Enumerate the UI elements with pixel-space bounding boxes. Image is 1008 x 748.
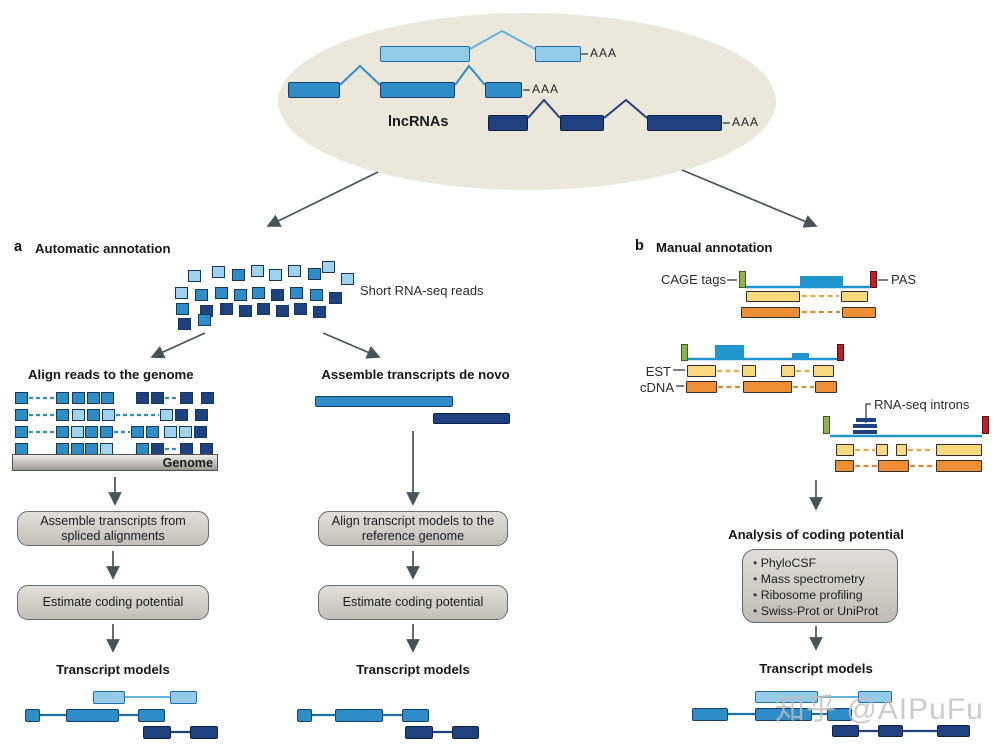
step-box-assemble-spliced: Assemble transcripts from spliced alignm… bbox=[17, 511, 209, 546]
cdna-label: cDNA bbox=[640, 380, 674, 395]
pas-label: PAS bbox=[891, 272, 917, 287]
label-connector-line bbox=[865, 403, 871, 423]
step-box-estimate-coding-mid: Estimate coding potential bbox=[318, 585, 508, 620]
analysis-item: Mass spectrometry bbox=[753, 572, 889, 588]
analysis-box: PhyloCSF Mass spectrometry Ribosome prof… bbox=[742, 549, 898, 623]
align-branch-heading: Align reads to the genome bbox=[28, 367, 194, 382]
intron-line bbox=[527, 98, 561, 119]
flow-arrow bbox=[322, 332, 381, 359]
polya-label: AAA bbox=[590, 46, 618, 60]
step-box-label: Assemble transcripts from spliced alignm… bbox=[40, 513, 186, 543]
intron-line bbox=[339, 64, 381, 86]
flow-arrow bbox=[681, 169, 818, 228]
denovo-branch-heading: Assemble transcripts de novo bbox=[321, 367, 510, 382]
analysis-heading: Analysis of coding potential bbox=[728, 527, 904, 542]
step-box-label: Estimate coding potential bbox=[42, 595, 184, 610]
genome-bar: Genome bbox=[12, 454, 218, 471]
lncrna-pool-label: lncRNAs bbox=[388, 114, 449, 130]
analysis-item: PhyloCSF bbox=[753, 556, 889, 572]
intron-line bbox=[454, 64, 486, 86]
flow-arrow bbox=[150, 332, 206, 359]
transcript-models-heading-mid: Transcript models bbox=[356, 662, 470, 677]
step-box-estimate-coding-left: Estimate coding potential bbox=[17, 585, 209, 620]
intron-line bbox=[603, 98, 648, 119]
analysis-items-list: PhyloCSF Mass spectrometry Ribosome prof… bbox=[753, 556, 889, 620]
watermark: 知乎 @AIPuFu bbox=[775, 693, 984, 726]
lncrna-pool-ellipse bbox=[278, 13, 776, 190]
analysis-item: Swiss-Prot or UniProt bbox=[753, 604, 889, 620]
step-box-label: Align transcript models to the reference… bbox=[331, 513, 495, 543]
intron-line bbox=[469, 29, 536, 50]
genome-label: Genome bbox=[162, 455, 213, 470]
panel-b-title: Manual annotation bbox=[656, 240, 773, 255]
flow-arrow bbox=[266, 171, 379, 227]
analysis-item: Ribosome profiling bbox=[753, 588, 889, 604]
panel-b-marker: b bbox=[635, 238, 644, 254]
panel-a-marker: a bbox=[14, 239, 23, 255]
transcript-models-heading-right: Transcript models bbox=[759, 661, 873, 676]
transcript-models-heading-left: Transcript models bbox=[56, 662, 170, 677]
panel-a-title: Automatic annotation bbox=[35, 241, 171, 256]
est-label: EST bbox=[645, 364, 671, 379]
step-box-label: Estimate coding potential bbox=[342, 595, 484, 610]
short-reads-label: Short RNA-seq reads bbox=[360, 283, 484, 298]
polya-label: AAA bbox=[532, 82, 560, 96]
polya-label: AAA bbox=[732, 115, 760, 129]
step-box-align-models: Align transcript models to the reference… bbox=[318, 511, 508, 546]
cage-tags-label: CAGE tags bbox=[660, 272, 726, 287]
rnaseq-introns-label: RNA-seq introns bbox=[874, 397, 970, 412]
